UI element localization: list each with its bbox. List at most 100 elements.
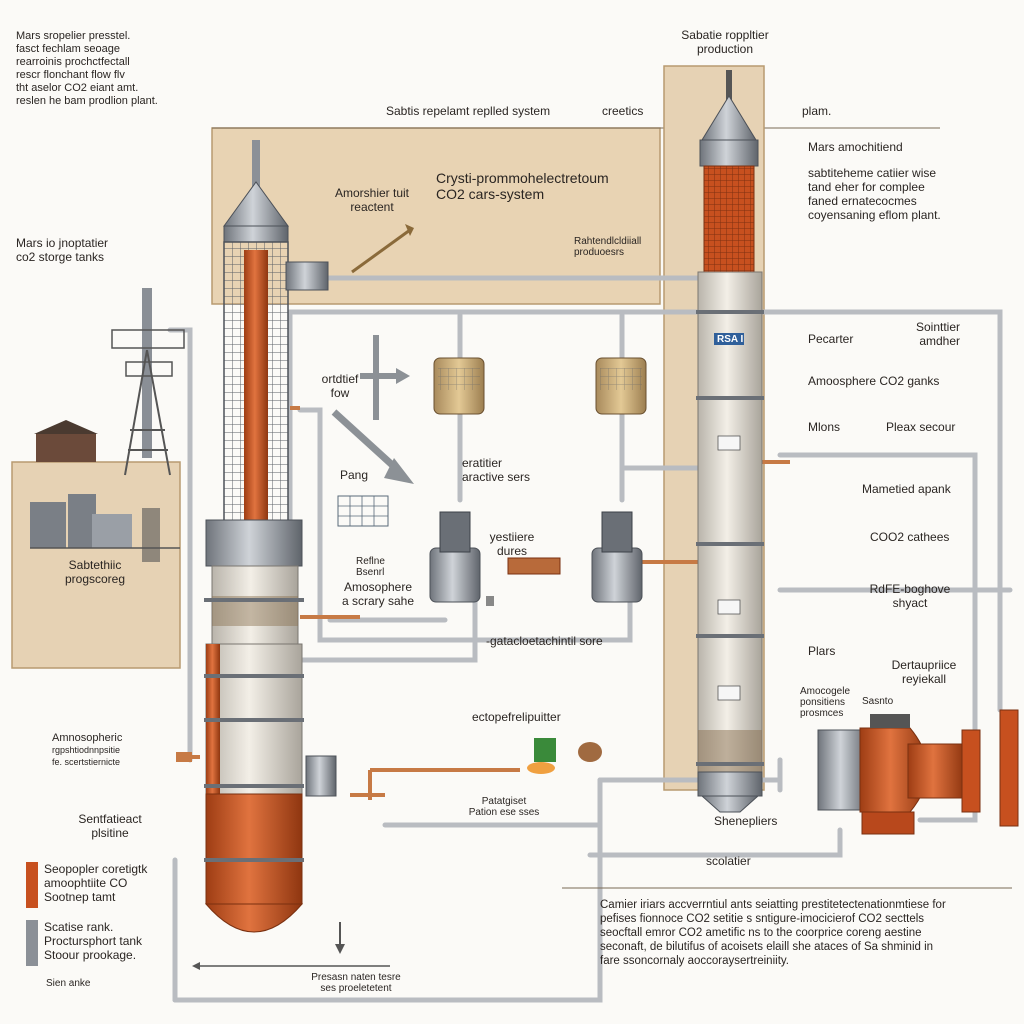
sheneplers-label: Shenepliers	[714, 814, 778, 828]
patatgiset-label: Patatgiset Pation ese sses	[444, 796, 564, 818]
rdfe-label: RdFE-boghove shyact	[850, 582, 970, 610]
label-line: yestiiere	[489, 530, 535, 544]
sabatiec-label: Sabtethiic progscoreg	[20, 558, 170, 586]
legend-item-steel: Scatise rank. Proctursphort tank Stoour …	[44, 920, 142, 962]
co2-cathees-label: COO2 cathees	[870, 530, 950, 544]
label-line: rgpshtiodnnpsitie	[52, 745, 121, 755]
sointier-label: Sointtier amdher	[900, 320, 960, 348]
left-site-structures	[30, 288, 185, 562]
note-line: seocftall emror CO2 ametific ns to the c…	[600, 927, 922, 939]
intro-line: fasct fechlam seoage	[16, 43, 120, 55]
label-line: ponsitiens	[800, 697, 846, 708]
sienanke-label: Sien anke	[46, 978, 91, 989]
label-line: co2 storge tanks	[16, 250, 105, 264]
legend-line: Sootnep tamt	[44, 890, 116, 904]
label-line: shyact	[892, 596, 928, 610]
reactor-badge: RSA I	[717, 334, 744, 345]
label-line: dures	[496, 544, 528, 558]
legend-line: Seopopler coretigtk	[44, 862, 148, 876]
legend-line: Scatise rank.	[44, 920, 114, 934]
scolatier-label: scolatier	[706, 854, 751, 868]
compressor-pump	[817, 709, 1019, 835]
pecarter-label: Pecarter	[808, 332, 854, 346]
dertaupriece-label: Dertaupriice reyiekall	[876, 658, 972, 686]
label-line: plsitine	[91, 826, 129, 840]
eratier-label: eratitier aractive sers	[462, 456, 530, 484]
label-line: a scrary sahe	[341, 594, 415, 608]
label-line: aractive sers	[462, 470, 531, 484]
label-line: Sointtier	[915, 320, 960, 334]
intro-line: rearroinis prochctfectall	[16, 56, 130, 68]
atmospheric-label: Amnosopheric rgpshtiodnnpsitie fe. scert…	[52, 732, 122, 768]
label-line: Pation ese sses	[468, 807, 540, 818]
separator-units	[337, 357, 647, 603]
label-line: Reflne	[356, 556, 385, 567]
pang-label: Pang	[340, 468, 369, 482]
label-line: fow	[330, 386, 350, 400]
pleax-label: Pleax secour	[886, 420, 956, 434]
rartend-label: Rahtendlcldiiall produoesrs	[574, 236, 641, 258]
label-line: Sabtethiic	[68, 558, 122, 572]
amosphere-co2-label: Amoosphere CO2 ganks	[808, 374, 940, 388]
yestiere-label: yestiiere dures	[474, 530, 550, 558]
crysti-label: Crysti-prommohelectretoum CO2 cars-syste…	[436, 170, 609, 202]
pesasn-label: Presasn naten tesre ses proeletetent	[296, 972, 416, 994]
label-line: Presasn naten tesre	[311, 972, 401, 983]
legend-swatch-steel	[26, 920, 38, 966]
label-line: faned ernatecocmes	[808, 194, 917, 208]
label-line: Bsenrl	[356, 567, 385, 578]
intro-line: tht aselor CO2 eiant amt.	[16, 82, 139, 94]
sabsheme-label: sabtiteheme catiier wise tand eher for c…	[808, 166, 941, 222]
crectics-label: creetics	[602, 104, 644, 118]
intro-line: reslen he bam prodlion plant.	[16, 95, 158, 107]
flow-arrows	[192, 224, 414, 970]
label-line: fe. scertstiernicte	[52, 757, 121, 767]
legend-line: amoophtiite CO	[44, 876, 128, 890]
label-line: CO2 cars-system	[436, 186, 545, 202]
gatacl-label: -gatacloetachintil sore	[486, 634, 603, 648]
orictie-fow-label: ortdtief fow	[302, 372, 378, 400]
background-panels	[11, 65, 940, 791]
intro-note: Mars sropelier presstel. fasct fechlam s…	[16, 30, 158, 108]
label-line: prosmces	[800, 708, 844, 719]
sasto-label: Sasnto	[862, 696, 894, 707]
label-line: ses proeletetent	[320, 983, 392, 994]
label-line: Patatgiset	[481, 796, 527, 807]
legend-swatch-copper	[26, 862, 38, 908]
plars-label: Plars	[808, 644, 836, 658]
reflne-label: Reflne Bsenrl	[356, 556, 385, 578]
label-line: progscoreg	[64, 572, 126, 586]
label-line: Amnosopheric	[52, 732, 123, 744]
label-line: sabtiteheme catiier wise	[808, 166, 937, 180]
label-line: reactent	[350, 200, 394, 214]
note-line: seconaft, de bilutifus of acoisets elail…	[600, 941, 934, 953]
label-line: Mars io jnoptatier	[16, 236, 109, 250]
label-line: amdher	[919, 334, 960, 348]
ectoper-label: ectopefrelipuitter	[472, 710, 561, 724]
label-line: eratitier	[462, 456, 503, 470]
note-line: pefises fionnoce CO2 setitie s sntigure-…	[600, 913, 925, 925]
amosher-tuit-label: Amorshier tuit reactent	[312, 186, 432, 214]
label-line: Dertaupriice	[891, 658, 957, 672]
intro-line: rescr flonchant flow flv	[16, 69, 125, 81]
label-line: Crysti-prommohelectretoum	[436, 170, 609, 186]
label-line: RdFE-boghove	[869, 582, 951, 596]
amosphere-left-label: Amosophere a scrary sahe	[328, 580, 428, 608]
small-components	[176, 596, 602, 774]
label-line: Amorshier tuit	[334, 186, 410, 200]
label-line: tand eher for complee	[808, 180, 925, 194]
label-line: reyiekall	[901, 672, 946, 686]
legend-item-copper: Seopopler coretigtk amoophtiite CO Sootn…	[44, 862, 147, 904]
label-line: Sentfatieact	[78, 812, 142, 826]
label-line: coyensaning eflom plant.	[808, 208, 941, 222]
system-header: Sabtis repelamt replled system	[386, 104, 551, 118]
label-line: Amosophere	[343, 580, 413, 594]
note-line: fare ssoncornaly aoccoraysertreiniity.	[600, 955, 789, 967]
bottom-note: Camier iriars accverrntiul ants seiattin…	[600, 898, 946, 968]
mametied-label: Mametied apank	[862, 482, 951, 496]
mlons-label: Mlons	[808, 420, 841, 434]
legend-line: Proctursphort tank	[44, 934, 143, 948]
top-title-line: Sabatie roppltier	[681, 28, 769, 42]
sentfacet-label: Sentfatieact plsitine	[60, 812, 160, 840]
